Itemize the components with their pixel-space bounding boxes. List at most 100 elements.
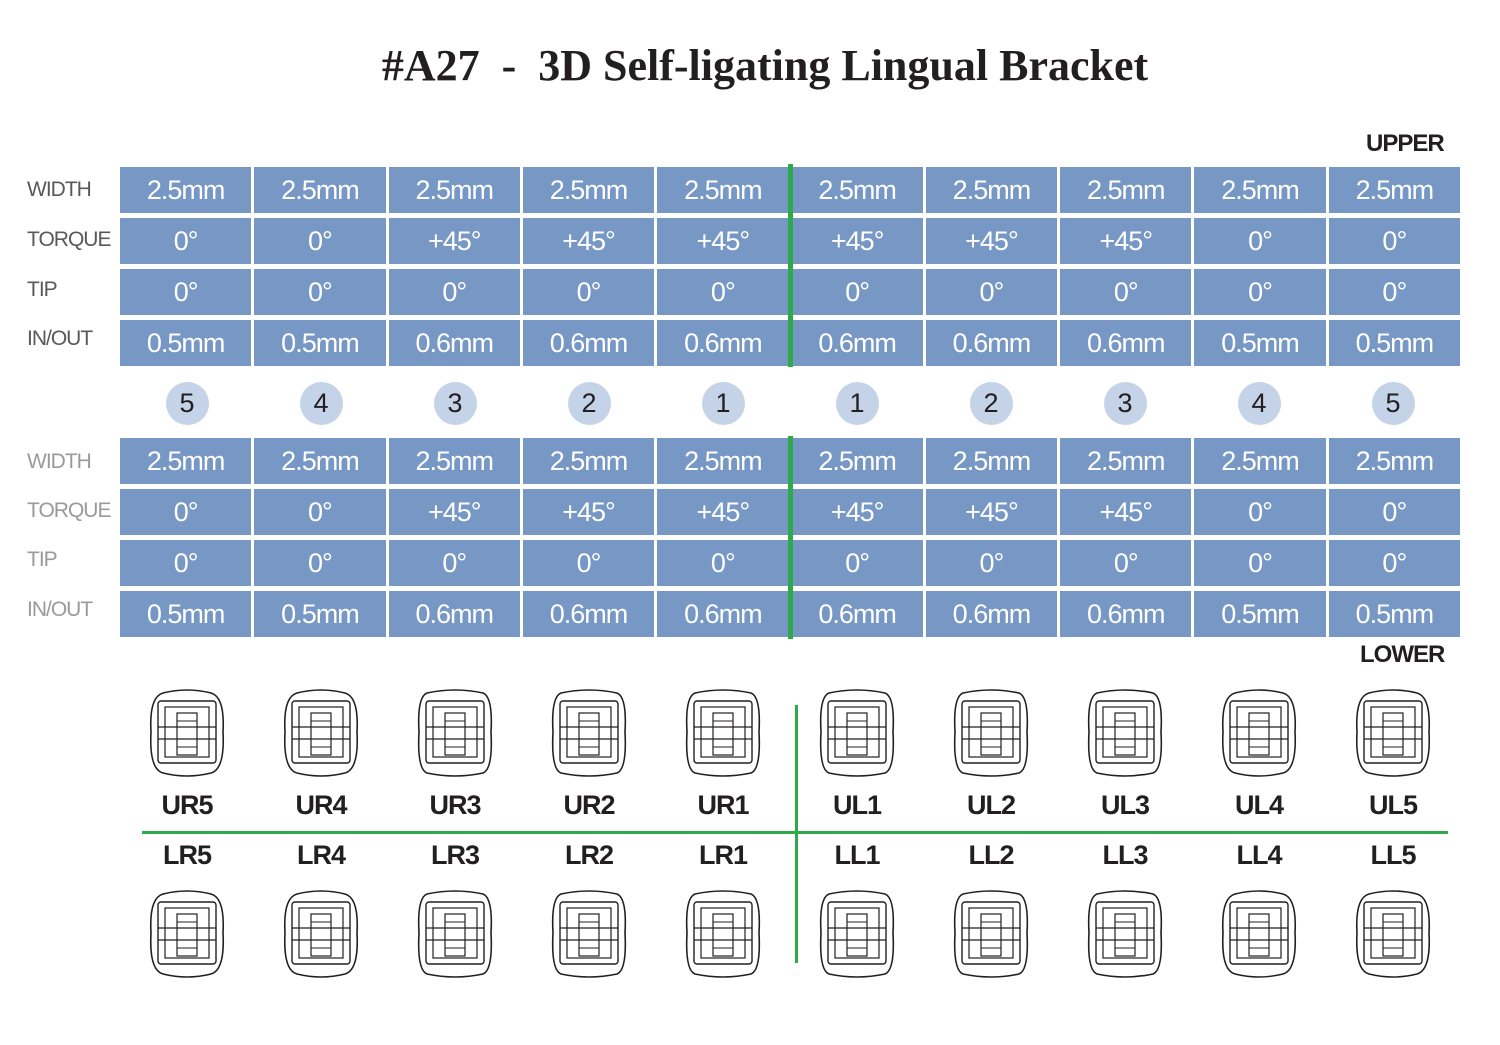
upper-midline: [788, 164, 793, 367]
tooth-label: LL2: [968, 840, 1014, 870]
lower-tip-cell: 0°: [1060, 540, 1192, 586]
bracket-icon: [924, 687, 1058, 779]
tooth-number-badge: 4: [1237, 381, 1281, 425]
lower-torque-cell: 0°: [254, 489, 386, 535]
upper-tip-cell: 0°: [254, 269, 386, 315]
upper-width-cell: 2.5mm: [522, 167, 655, 213]
bracket-icon: [1058, 687, 1192, 779]
tooth-label: UL2: [966, 790, 1016, 820]
upper-tip-cell: 0°: [522, 269, 655, 315]
lower-inout-cell: 0.6mm: [1060, 591, 1192, 637]
upper-inout-cell: 0.6mm: [388, 320, 520, 366]
upper-inout-cell: 0.6mm: [522, 320, 655, 366]
bracket-icon: [388, 687, 522, 779]
lower-torque-cell: 0°: [120, 489, 252, 535]
lower-torque-cell: +45°: [1060, 489, 1192, 535]
lower-width-cell: 2.5mm: [120, 438, 252, 484]
lower-torque-cell: +45°: [791, 489, 923, 535]
upper-torque-cell: +45°: [1060, 218, 1192, 264]
lower-width-cell: 2.5mm: [1060, 438, 1192, 484]
lower-width-cell: 2.5mm: [522, 438, 655, 484]
tooth-label: LR3: [430, 840, 480, 870]
lower-tip-cell: 0°: [925, 540, 1058, 586]
bracket-icon: [1192, 687, 1326, 779]
lower-torque-cell: +45°: [925, 489, 1058, 535]
upper-tip-cell: 0°: [925, 269, 1058, 315]
bracket-icon: [1326, 888, 1460, 980]
tooth-number-badge: 4: [299, 381, 343, 425]
upper-inout-cell: 0.5mm: [120, 320, 252, 366]
lower-width-cell: 2.5mm: [925, 438, 1058, 484]
upper-bracket-row: [120, 687, 1460, 779]
tooth-label: UL4: [1234, 790, 1284, 820]
upper-torque-cell: 0°: [120, 218, 252, 264]
tooth-label: UL5: [1368, 790, 1418, 820]
upper-tip-cell: 0°: [791, 269, 923, 315]
upper-inout-cell: 0.5mm: [1194, 320, 1326, 366]
lower-row-label-tip: TIP: [27, 548, 58, 571]
upper-tip-cell: 0°: [120, 269, 252, 315]
lower-width-cell: 2.5mm: [1194, 438, 1326, 484]
lower-tip-cell: 0°: [791, 540, 923, 586]
lower-tip-cell: 0°: [657, 540, 789, 586]
lower-row-label-inout: IN/OUT: [27, 598, 93, 621]
tooth-label: LL3: [1102, 840, 1148, 870]
tooth-label: LL4: [1236, 840, 1282, 870]
bracket-icon: [1192, 888, 1326, 980]
bracket-icon: [120, 888, 254, 980]
tooth-label: UL3: [1100, 790, 1150, 820]
upper-tip-cell: 0°: [1194, 269, 1326, 315]
bracket-icon: [790, 687, 924, 779]
upper-width-cell: 2.5mm: [1060, 167, 1192, 213]
tooth-label: LR5: [162, 840, 212, 870]
tooth-number-badge: 2: [969, 381, 1013, 425]
upper-row-label-torque: TORQUE: [27, 228, 111, 251]
lower-inout-cell: 0.6mm: [522, 591, 655, 637]
lower-inout-cell: 0.5mm: [1328, 591, 1460, 637]
bracket-icon: [656, 687, 790, 779]
tooth-label: UR1: [697, 790, 749, 820]
upper-tip-cell: 0°: [388, 269, 520, 315]
lower-bracket-row: [120, 888, 1460, 980]
tooth-label: UR3: [429, 790, 481, 820]
bracket-icon: [1058, 888, 1192, 980]
lower-inout-cell: 0.5mm: [254, 591, 386, 637]
bracket-icon: [120, 687, 254, 779]
tooth-number-badge: 2: [567, 381, 611, 425]
upper-width-cell: 2.5mm: [791, 167, 923, 213]
tooth-number-badge: 1: [701, 381, 745, 425]
bracket-icon: [522, 888, 656, 980]
upper-width-cell: 2.5mm: [388, 167, 520, 213]
upper-inout-cell: 0.6mm: [657, 320, 789, 366]
lower-tip-cell: 0°: [120, 540, 252, 586]
tooth-label: LL1: [834, 840, 880, 870]
bracket-icon: [522, 687, 656, 779]
tooth-label: UR2: [563, 790, 615, 820]
upper-tip-cell: 0°: [1060, 269, 1192, 315]
upper-width-cell: 2.5mm: [1194, 167, 1326, 213]
lower-torque-cell: +45°: [522, 489, 655, 535]
lower-section-label: LOWER: [1360, 641, 1445, 668]
upper-section-label: UPPER: [1366, 130, 1445, 157]
lower-width-cell: 2.5mm: [388, 438, 520, 484]
upper-torque-cell: +45°: [388, 218, 520, 264]
tooth-number-badge: 1: [835, 381, 879, 425]
upper-inout-cell: 0.6mm: [1060, 320, 1192, 366]
upper-width-cell: 2.5mm: [254, 167, 386, 213]
upper-torque-cell: 0°: [1328, 218, 1460, 264]
bracket-icon: [1326, 687, 1460, 779]
lower-inout-cell: 0.6mm: [925, 591, 1058, 637]
upper-width-cell: 2.5mm: [120, 167, 252, 213]
lower-width-cell: 2.5mm: [1328, 438, 1460, 484]
tooth-number-badge: 5: [1371, 381, 1415, 425]
tooth-label: LR4: [296, 840, 346, 870]
upper-torque-cell: 0°: [1194, 218, 1326, 264]
upper-width-cell: 2.5mm: [925, 167, 1058, 213]
bracket-icon: [254, 888, 388, 980]
tooth-number-badge: 3: [1103, 381, 1147, 425]
upper-inout-cell: 0.5mm: [1328, 320, 1460, 366]
